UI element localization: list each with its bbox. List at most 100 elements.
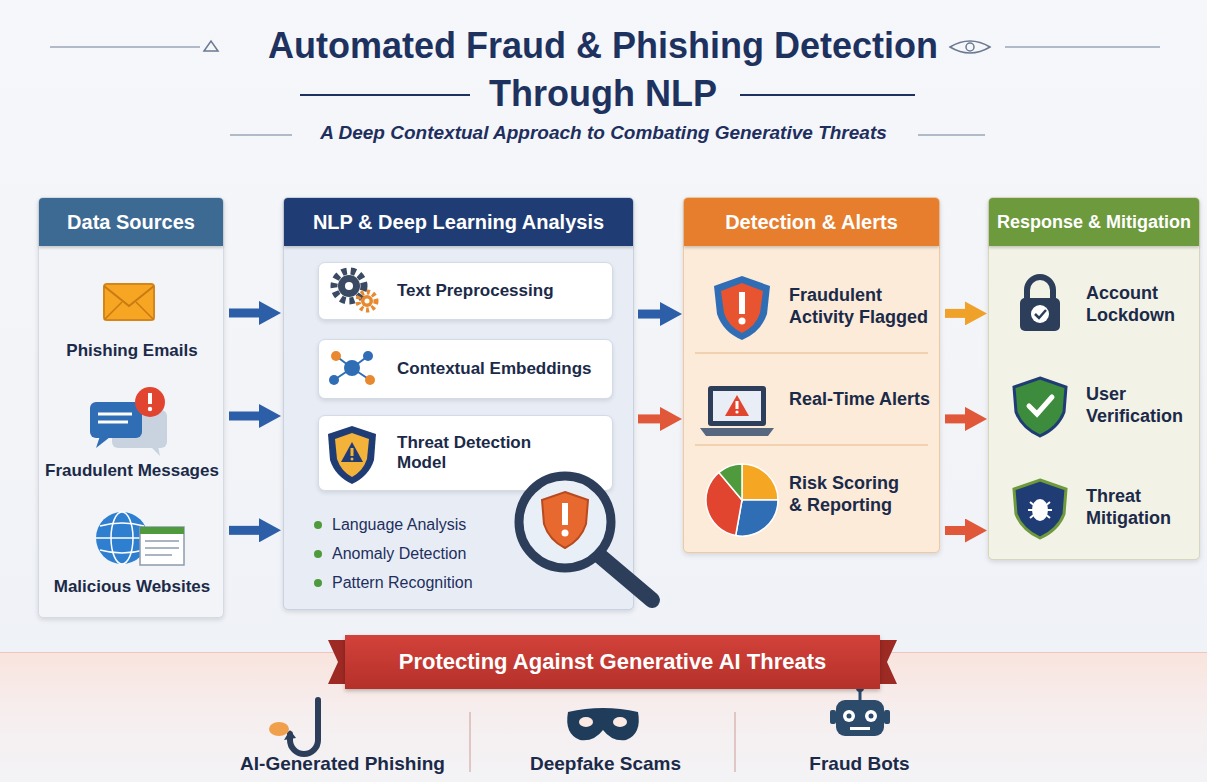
flow-arrow (945, 414, 967, 423)
alert-shield-icon (714, 276, 770, 340)
network-icon (329, 375, 339, 385)
laptop-icon (700, 428, 774, 436)
warning-shield-icon (341, 442, 363, 462)
stage-panel: Text PreprocessingContextual EmbeddingsT… (283, 197, 634, 610)
network-icon (336, 356, 352, 368)
laptop-icon (735, 410, 738, 413)
network-icon (352, 368, 370, 380)
laptop-icon (736, 401, 739, 409)
chat-icon (112, 410, 167, 448)
item-label: Deepfake Scams (530, 753, 681, 776)
robot-icon (847, 714, 852, 719)
title-rule (230, 134, 292, 136)
mask-icon (579, 717, 593, 727)
warning-shield-icon (335, 433, 369, 477)
source-item: Malicious Websites (39, 496, 225, 597)
flow-arrow (945, 526, 967, 535)
check-shield-icon (1014, 378, 1066, 436)
mask-icon (567, 708, 639, 740)
chat-icon (135, 387, 165, 417)
chat-icon (98, 421, 128, 424)
bullet-text: Anomaly Detection (314, 539, 473, 568)
chat-icon (90, 402, 142, 438)
box-label: Threat Mitigation (1086, 486, 1197, 529)
title-rule (204, 41, 218, 51)
network-icon (345, 361, 359, 375)
pie-chart-icon (742, 464, 778, 500)
bug-shield-icon (1014, 480, 1066, 538)
envelope-icon (104, 302, 154, 320)
source-item: AI-Generated Phishing (225, 706, 460, 776)
source-item: Deepfake Scams (488, 706, 723, 776)
check-shield-icon (1014, 378, 1066, 436)
divider-line (695, 352, 928, 354)
item-label: AI-Generated Phishing (240, 753, 445, 776)
padlock-icon (1035, 310, 1046, 318)
laptop-icon (708, 386, 766, 426)
warning-shield-icon (351, 458, 354, 461)
alert-shield-icon (714, 276, 770, 340)
flow-arrow (638, 414, 662, 423)
robot-icon (830, 684, 890, 736)
result-item: Threat Mitigation (989, 463, 1201, 553)
flow-arrow (229, 526, 261, 535)
process-box: Text Preprocessing (318, 262, 613, 320)
title-rule (950, 41, 990, 53)
panel-header: Detection & Alerts (684, 198, 939, 246)
result-item: Real-Time Alerts (684, 357, 941, 443)
divider-line (469, 712, 471, 772)
padlock-icon (1020, 277, 1060, 331)
warning-shield-icon (328, 426, 376, 484)
flow-arrow (945, 309, 967, 318)
network-icon (329, 351, 375, 385)
title-rule (1005, 46, 1160, 48)
alert-shield-icon (739, 292, 745, 314)
globe-icon (96, 537, 148, 539)
title-rule (966, 43, 974, 51)
flow-arrow (229, 412, 261, 421)
robot-icon (830, 710, 836, 724)
result-item: Risk Scoring & Reporting (684, 449, 941, 541)
envelope-icon (104, 286, 154, 306)
chat-icon (148, 393, 152, 404)
bullet-text: Language Analysis (314, 510, 473, 539)
gears-icon (365, 299, 370, 304)
gears-icon (334, 271, 376, 310)
ribbon-tail (328, 640, 345, 684)
robot-icon (884, 710, 890, 724)
mask-icon (567, 708, 639, 740)
chat-icon (96, 436, 110, 448)
diagram-title: Automated Fraud & Phishing Detection Thr… (203, 22, 1003, 118)
item-label: Phishing Emails (66, 341, 197, 361)
box-label: Threat Detection Model (397, 433, 552, 474)
subtitle: A Deep Contextual Approach to Combating … (0, 122, 1207, 144)
box-label: User Verification (1086, 384, 1197, 427)
panel-header: Data Sources (39, 198, 223, 246)
globe-icon (140, 527, 184, 565)
flow-arrow (229, 308, 261, 317)
bug-shield-icon (1028, 502, 1052, 518)
magnifier-icon (519, 476, 652, 600)
network-icon (365, 375, 375, 385)
laptop-icon (700, 386, 774, 436)
box-label: Contextual Embeddings (397, 359, 592, 379)
alert-shield-icon (721, 283, 763, 333)
robot-icon (865, 710, 877, 722)
bug-shield-icon (1014, 480, 1066, 538)
box-label: Real-Time Alerts (789, 389, 930, 411)
mask-icon (613, 717, 627, 727)
hook-icon (290, 700, 318, 754)
robot-icon (843, 710, 855, 722)
globe-icon (96, 512, 184, 565)
threat-band: AI-Generated Phishing Deepfake Scams Fraud… (0, 652, 1207, 782)
gears-icon (358, 292, 376, 310)
result-item: Fraudulent Activity Flagged (684, 263, 941, 351)
hook-icon (284, 730, 296, 740)
robot-icon (859, 690, 862, 700)
ribbon-tail (328, 640, 897, 684)
globe-icon (145, 540, 179, 542)
gears-icon (338, 275, 360, 297)
padlock-icon (1031, 305, 1049, 323)
title-rule (50, 46, 200, 48)
source-item: Fraud Bots (742, 706, 977, 776)
